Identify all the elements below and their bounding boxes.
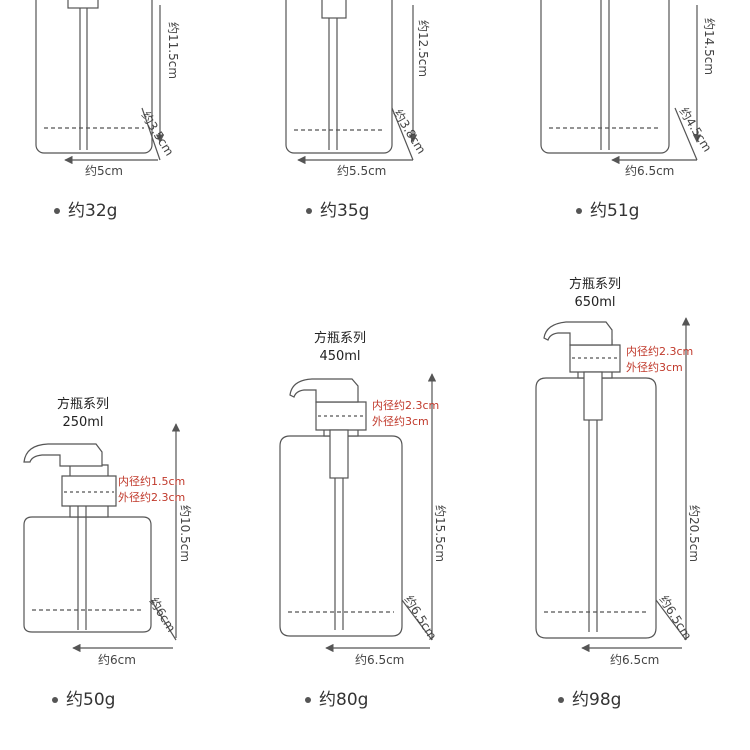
bottle-2-width-label: 约5.5cm (337, 164, 387, 178)
bottle-450ml-width-label: 约6.5cm (355, 653, 405, 667)
bottle-450ml-height-label: 约15.5cm (433, 505, 447, 563)
bottle-3-weight: 约51g (576, 196, 639, 221)
bottle-1-height-label: 约11.5cm (166, 22, 180, 80)
outer-diameter: 外径约3cm (372, 415, 429, 428)
outer-diameter: 外径约3cm (626, 361, 683, 374)
bottle-450ml-weight-text: 约80g (319, 690, 369, 710)
bottle-1-drawing (35, 0, 165, 165)
bottle-1-width-label: 约5cm (85, 164, 123, 178)
bottle-250ml-title: 方瓶系列 250ml (48, 396, 118, 432)
bottle-650ml-diameter-note: 内径约2.3cm 外径约3cm (626, 344, 693, 376)
outer-diameter: 外径约2.3cm (118, 491, 186, 504)
inner-diameter: 内径约1.5cm (118, 475, 186, 488)
series-name: 方瓶系列 (568, 277, 621, 292)
bottle-250ml-diameter-note: 内径约1.5cm 外径约2.3cm (118, 474, 185, 506)
bottle-2-weight-text: 约35g (320, 201, 370, 221)
bottle-450ml-title: 方瓶系列 450ml (305, 330, 375, 366)
bottle-3-width-label: 约6.5cm (625, 164, 675, 178)
bottle-450ml-diameter-note: 内径约2.3cm 外径约3cm (372, 398, 439, 430)
bottle-650ml-weight: 约98g (558, 685, 621, 710)
bottle-1-weight-text: 约32g (68, 201, 118, 221)
volume: 250ml (62, 415, 104, 430)
bottle-650ml-title: 方瓶系列 650ml (560, 276, 630, 312)
bottle-3-weight-text: 约51g (590, 201, 640, 221)
bottle-2-height-label: 约12.5cm (416, 20, 430, 78)
bullet-icon (306, 208, 312, 214)
bottle-650ml-drawing (535, 317, 691, 653)
bottle-650ml-height-label: 约20.5cm (687, 505, 701, 563)
bullet-icon (576, 208, 582, 214)
bottle-250ml-height-label: 约10.5cm (178, 505, 192, 563)
bottle-250ml-weight-text: 约50g (66, 690, 116, 710)
bottle-250ml-weight: 约50g (52, 685, 115, 710)
bullet-icon (558, 697, 564, 703)
bullet-icon (52, 697, 58, 703)
bottle-2-drawing (285, 0, 418, 165)
inner-diameter: 内径约2.3cm (626, 345, 694, 358)
bottle-1-weight: 约32g (54, 196, 117, 221)
bottle-2-weight: 约35g (306, 196, 369, 221)
bottle-3-height-label: 约14.5cm (702, 18, 716, 76)
bottle-250ml-drawing (23, 423, 181, 653)
volume: 450ml (319, 349, 361, 364)
bullet-icon (305, 697, 311, 703)
bottle-450ml-weight: 约80g (305, 685, 368, 710)
series-name: 方瓶系列 (313, 331, 366, 346)
bottle-650ml-width-label: 约6.5cm (610, 653, 660, 667)
bottle-3-drawing (540, 0, 702, 165)
bullet-icon (54, 208, 60, 214)
inner-diameter: 内径约2.3cm (372, 399, 440, 412)
bottle-650ml-weight-text: 约98g (572, 690, 622, 710)
series-name: 方瓶系列 (56, 397, 109, 412)
volume: 650ml (574, 295, 616, 310)
bottle-450ml-drawing (279, 373, 437, 653)
bottle-250ml-width-label: 约6cm (98, 653, 136, 667)
